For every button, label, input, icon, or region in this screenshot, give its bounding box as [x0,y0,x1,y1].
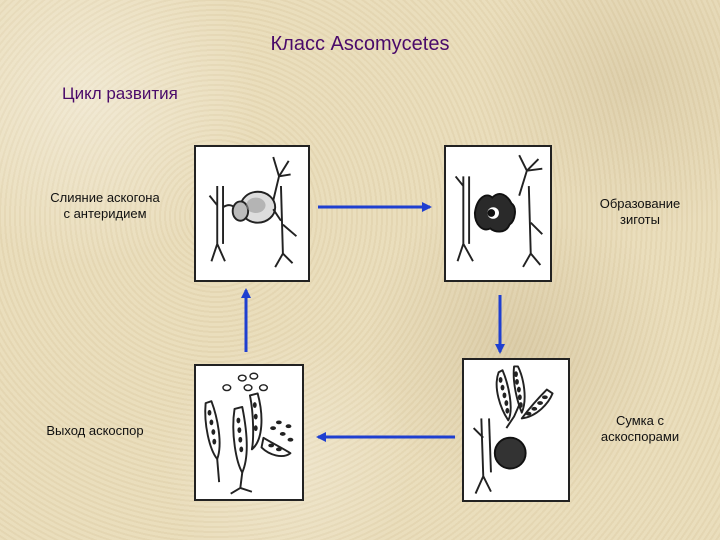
cycle-arrows [0,0,720,540]
